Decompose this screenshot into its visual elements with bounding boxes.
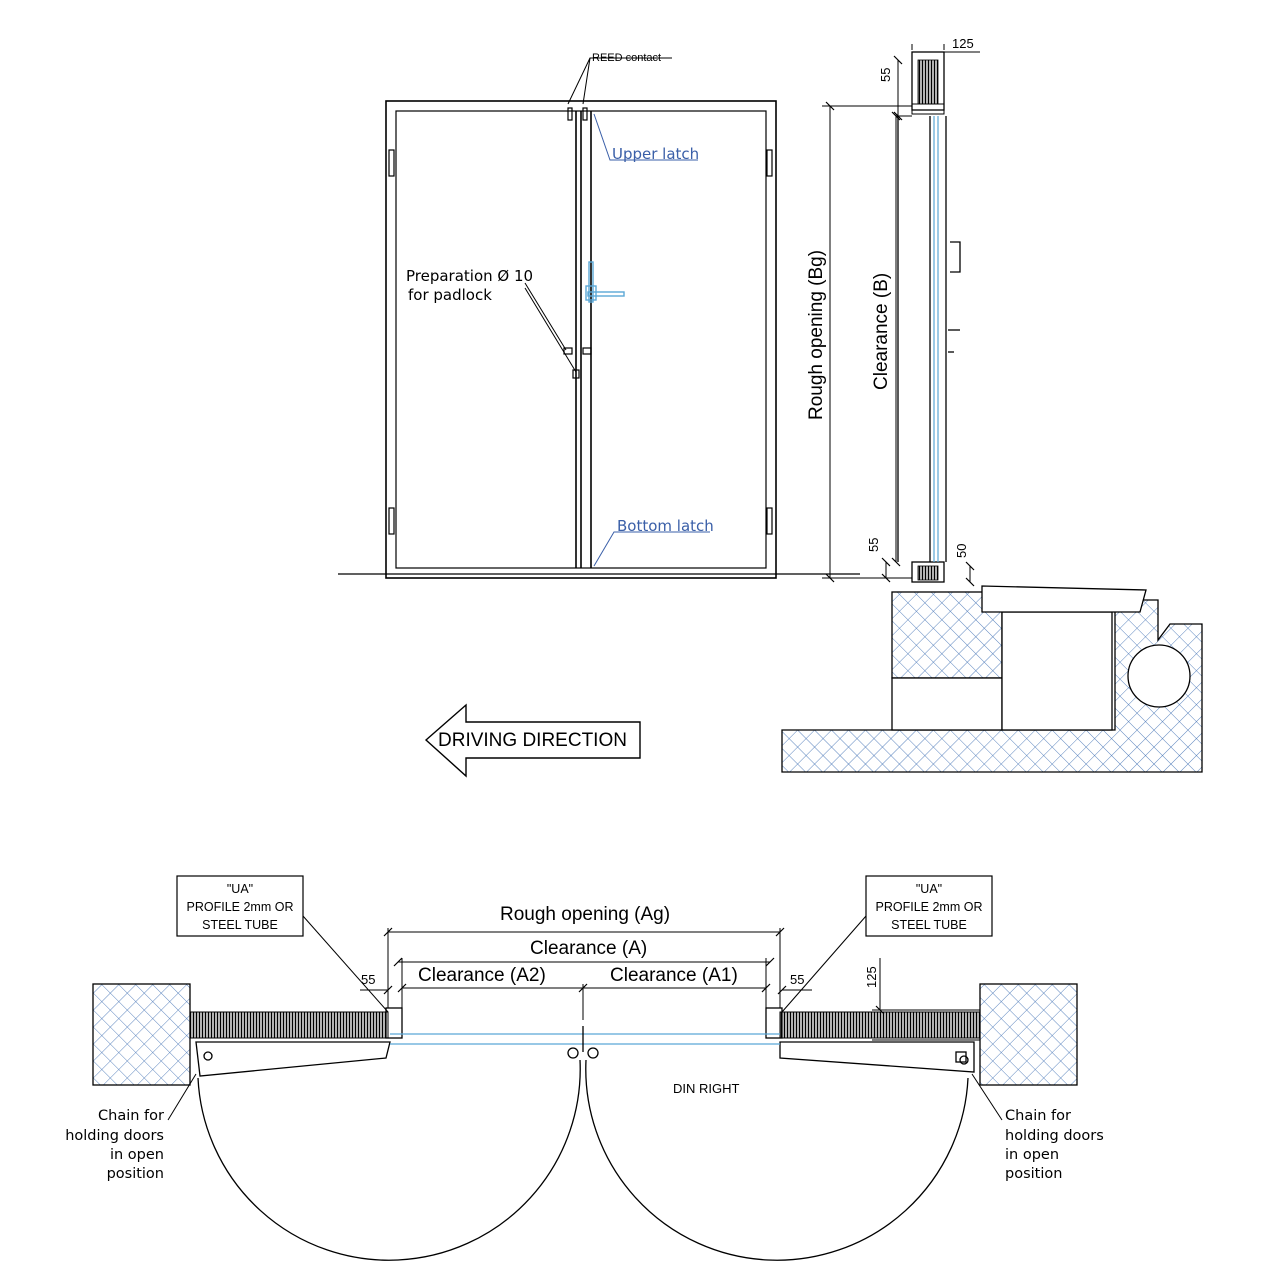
chain-right-line4: position	[1005, 1166, 1062, 1182]
chain-left-line2: holding doors	[65, 1128, 164, 1144]
clearance-a2-label: Clearance (A2)	[418, 965, 546, 986]
plan-dim-55-right: 55	[790, 972, 804, 987]
door-section	[897, 51, 961, 583]
clearance-a1-label: Clearance (A1)	[610, 965, 738, 986]
plan-dim-55-left: 55	[361, 972, 375, 987]
driving-direction-label: DRIVING DIRECTION	[438, 730, 627, 751]
ua-right-line1: "UA"	[916, 882, 942, 896]
ua-callout-right: "UA" PROFILE 2mm OR STEEL TUBE	[781, 875, 993, 1013]
section-dim-125: 125	[952, 36, 974, 51]
ua-right-line2: PROFILE 2mm OR	[876, 900, 983, 914]
section-dim-55-bottom: 55	[866, 538, 881, 552]
ua-right-line3: STEEL TUBE	[891, 918, 967, 932]
chain-callout-right: Chain for holding doors in open position	[971, 1073, 1104, 1182]
foundation-detail	[781, 585, 1203, 773]
chain-left-line1: Chain for	[98, 1108, 164, 1124]
chain-left-line3: in open	[110, 1147, 164, 1163]
ua-left-line1: "UA"	[227, 882, 253, 896]
clearance-b-label: Clearance (B)	[871, 273, 892, 390]
clearance-a-label: Clearance (A)	[530, 938, 647, 959]
padlock-label-line2: for padlock	[408, 286, 492, 304]
plan-dim-125: 125	[864, 966, 879, 988]
chain-left-line4: position	[107, 1166, 164, 1182]
reed-contact-label: REED contact	[592, 52, 661, 64]
door-swing-arcs	[197, 1059, 969, 1261]
chain-callout-left: Chain for holding doors in open position	[65, 1073, 197, 1182]
ua-left-line3: STEEL TUBE	[202, 918, 278, 932]
bottom-latch-label: Bottom latch	[617, 517, 714, 535]
upper-latch-label: Upper latch	[612, 145, 699, 163]
din-right-label: DIN RIGHT	[673, 1081, 740, 1096]
chain-right-line3: in open	[1005, 1147, 1059, 1163]
driving-direction-arrow: DRIVING DIRECTION	[424, 703, 641, 778]
plan-coils	[189, 1011, 981, 1039]
chain-right-line1: Chain for	[1005, 1108, 1071, 1124]
chain-right-line2: holding doors	[1005, 1128, 1104, 1144]
ua-left-line2: PROFILE 2mm OR	[187, 900, 294, 914]
rough-opening-ag-label: Rough opening (Ag)	[500, 904, 670, 925]
door-handle	[585, 261, 625, 303]
plan-walls	[92, 983, 1078, 1086]
section-dim-50: 50	[954, 544, 969, 558]
rough-opening-bg-label: Rough opening (Bg)	[806, 250, 827, 420]
ua-callout-left: "UA" PROFILE 2mm OR STEEL TUBE	[176, 875, 389, 1013]
door-elevation	[338, 100, 860, 579]
section-dim-55-top: 55	[878, 68, 893, 82]
section-glazing	[933, 116, 939, 562]
padlock-label-line1: Preparation Ø 10	[406, 267, 533, 285]
